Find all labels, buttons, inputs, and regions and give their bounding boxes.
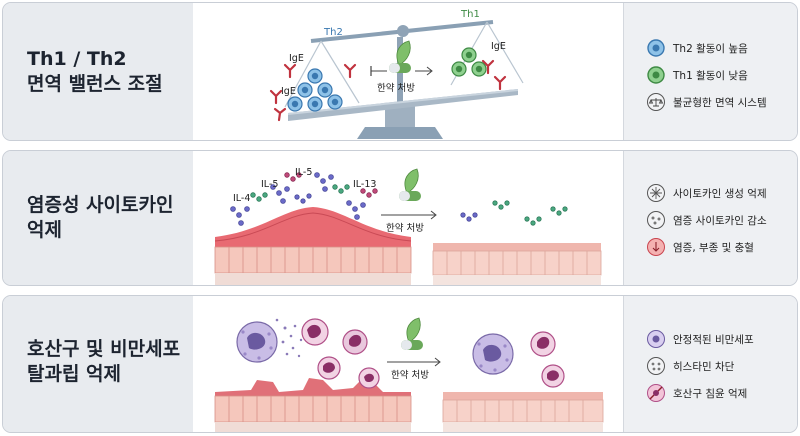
cytokine-molecules: [230, 172, 568, 226]
herbal-leaf-icon: [389, 40, 411, 73]
panel-title: 호산구 및 비만세포 탈과립 억제: [27, 338, 181, 385]
th1-cell-cluster: [451, 47, 487, 77]
ige-antibody-icons: [269, 59, 507, 122]
damaged-tissue: [214, 378, 412, 432]
balance-illustration: Th2 Th1 IgE IgE IgE 한약 처방: [193, 3, 623, 140]
legend-item: 호산구 침윤 억제: [646, 382, 747, 404]
ige-label-left-lower: IgE: [281, 86, 296, 97]
legend-panel: Th2 활동이 높음 Th1 활동이 낮음 불균형한 면역 시스템: [623, 3, 797, 140]
stable-mast-cell: [472, 331, 565, 388]
legend-panel: 사이토카인 생성 억제 염증 사이토카인 감소 염증, 부종 및 충혈: [623, 151, 797, 285]
degranulating-mast-cell: [236, 318, 303, 363]
panel-title-box: Th1 / Th2 면역 밸런스 조절: [3, 3, 194, 140]
il5-label: IL-5: [295, 167, 313, 178]
eosinophil-block-icon: [647, 384, 665, 402]
panel-title-box: 염증성 사이토카인 억제: [3, 151, 194, 285]
legend-item: 염증 사이토카인 감소: [646, 209, 767, 231]
cytokine-illustration: IL-4 IL-5 IL-5 IL-13 한약 처방: [193, 151, 623, 285]
eosinophil-cells: [301, 318, 380, 389]
th2-cell-cluster: [287, 68, 343, 112]
panel-title: Th1 / Th2 면역 밸런스 조절: [27, 48, 163, 95]
il5-label: IL-5: [261, 179, 279, 190]
panel-th1-th2-balance: Th1 / Th2 면역 밸런스 조절: [2, 2, 798, 141]
legend-item: Th2 활동이 높음: [646, 37, 748, 59]
legend-panel: 안정적된 비만세포 히스타민 차단 호산구 침윤 억제: [623, 296, 797, 432]
inflamed-tissue: [214, 207, 412, 285]
th2-label: Th2: [324, 27, 343, 38]
healthy-tissue: [442, 392, 604, 432]
scale-beam: [288, 89, 518, 121]
green-cell-icon: [647, 66, 665, 84]
legend-item: 히스타민 차단: [646, 355, 734, 377]
cytokine-reduce-icon: [647, 211, 665, 229]
ige-label-left: IgE: [289, 53, 304, 64]
legend-item: 사이토카인 생성 억제: [646, 182, 767, 204]
ige-label-right: IgE: [491, 41, 506, 52]
panel-degranulation-inhibition: 호산구 및 비만세포 탈과립 억제: [2, 295, 798, 433]
degranulation-illustration: 한약 처방: [193, 296, 623, 432]
herbal-prescription-label: 한약 처방: [377, 83, 415, 94]
herbal-prescription-label: 한약 처방: [391, 370, 429, 381]
panel-title: 염증성 사이토카인 억제: [27, 194, 174, 241]
il4-label: IL-4: [233, 193, 251, 204]
il13-label: IL-13: [353, 179, 377, 190]
legend-item: 안정적된 비만세포: [646, 328, 754, 350]
legend-item: Th1 활동이 낮음: [646, 64, 748, 86]
legend-item: 염증, 부종 및 충혈: [646, 236, 754, 258]
cytokine-burst-icon: [647, 184, 665, 202]
histamine-block-icon: [647, 357, 665, 375]
blue-cell-icon: [647, 39, 665, 57]
th1-label: Th1: [461, 9, 480, 20]
panel-cytokine-inhibition: 염증성 사이토카인 억제: [2, 150, 798, 286]
herbal-leaf-icon: [401, 317, 423, 350]
legend-item: 불균형한 면역 시스템: [646, 91, 767, 113]
mast-cell-icon: [647, 330, 665, 348]
herbal-prescription-label: 한약 처방: [386, 223, 424, 234]
herbal-leaf-icon: [399, 168, 421, 201]
panel-title-box: 호산구 및 비만세포 탈과립 억제: [3, 296, 194, 432]
balance-scale-icon: [647, 93, 665, 111]
inflammation-icon: [647, 238, 665, 256]
healthy-tissue: [432, 243, 602, 285]
